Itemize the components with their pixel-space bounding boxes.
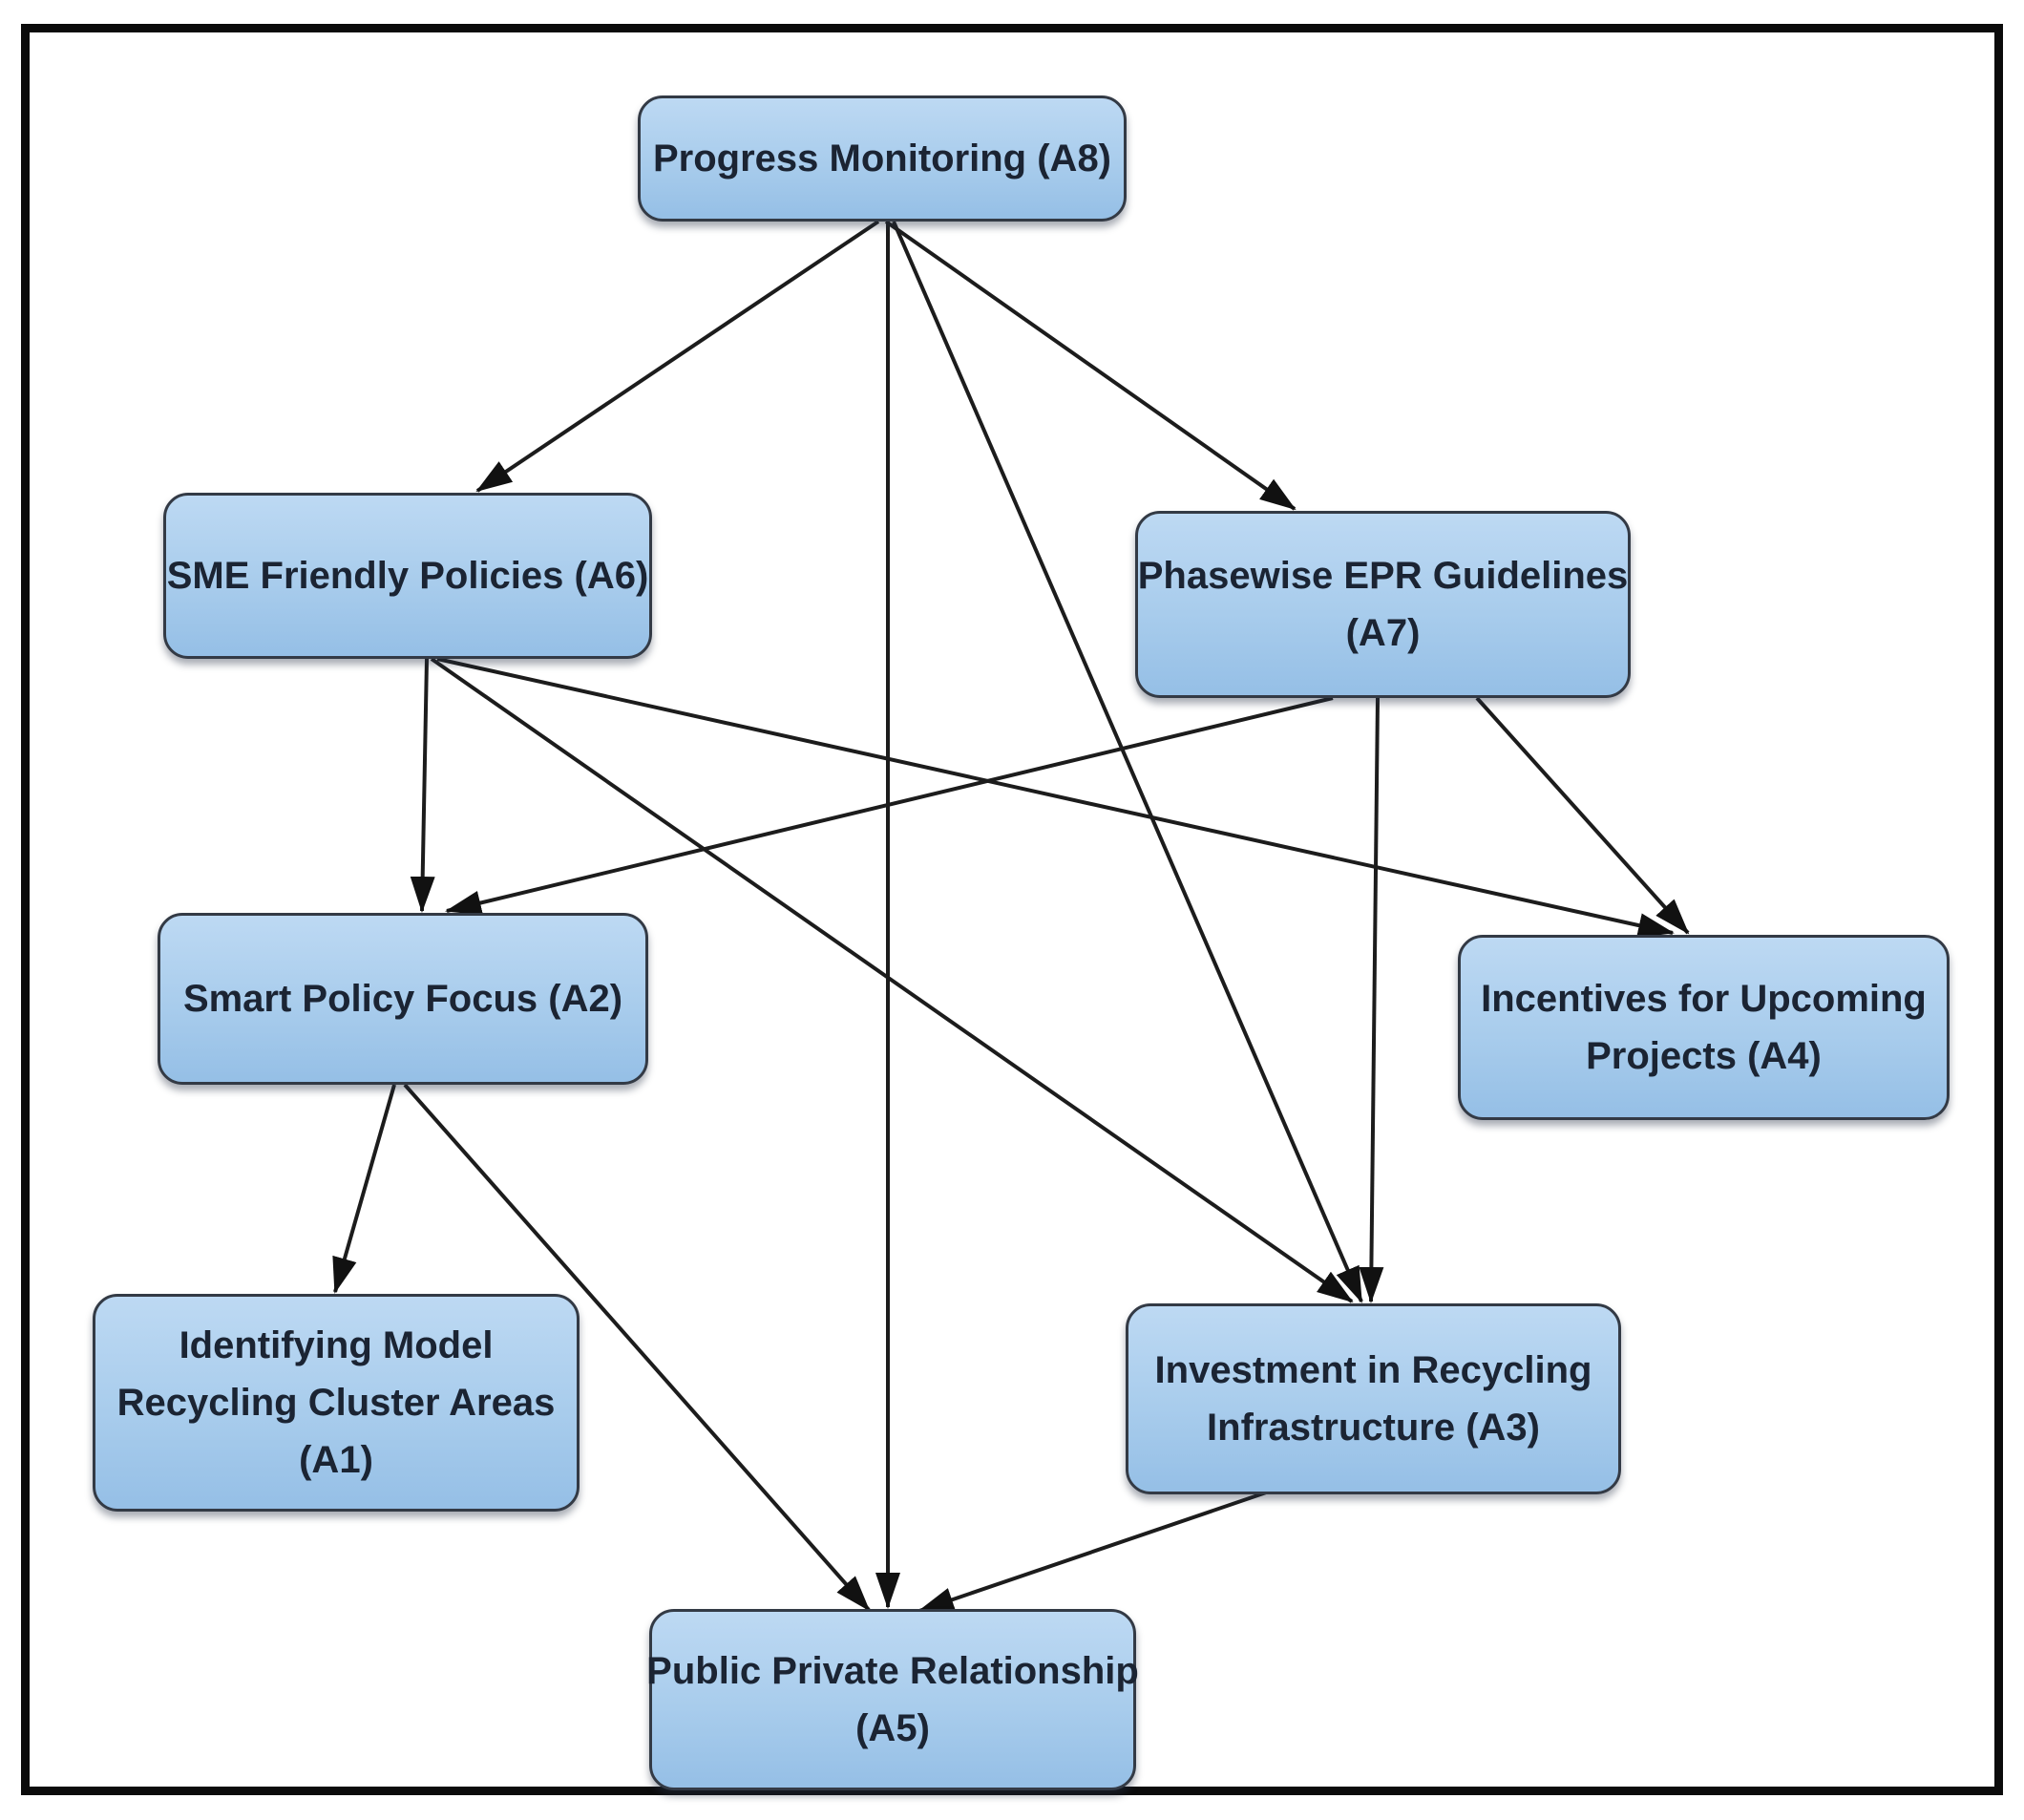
node-label: Infrastructure (A3)	[1207, 1407, 1540, 1449]
edge-a8-a7	[884, 220, 1297, 511]
node-a4-incentives-for-upcoming-projects: Incentives for Upcoming Projects (A4)	[1458, 935, 1950, 1120]
edge-a6-a2	[410, 658, 435, 913]
node-label: Incentives for Upcoming	[1481, 978, 1927, 1020]
node-label: Public Private Relationship	[646, 1650, 1139, 1692]
node-label: Smart Policy Focus (A2)	[182, 978, 623, 1020]
node-a1-identifying-model-recycling-cluster-areas: Identifying Model Recycling Cluster Area…	[93, 1294, 580, 1512]
diagram-frame	[21, 24, 2003, 1795]
node-label: Progress Monitoring (A8)	[652, 138, 1112, 180]
node-a7-phasewise-epr-guidelines: Phasewise EPR Guidelines (A7)	[1135, 511, 1631, 698]
node-label: Identifying Model	[179, 1324, 494, 1366]
node-label: (A1)	[299, 1439, 373, 1481]
node-label: Projects (A4)	[1586, 1035, 1822, 1077]
node-label: Investment in Recycling	[1154, 1349, 1592, 1391]
node-a5-public-private-relationship: Public Private Relationship (A5)	[646, 1609, 1139, 1790]
edge-a2-a5	[403, 1083, 871, 1612]
edge-a3-a5	[917, 1488, 1276, 1613]
node-label: (A7)	[1345, 612, 1421, 654]
edge-a6-a4	[436, 657, 1675, 938]
node-a2-smart-policy-focus: Smart Policy Focus (A2)	[158, 913, 648, 1085]
edge-a7-a4	[1475, 696, 1690, 935]
node-label: SME Friendly Policies (A6)	[166, 555, 649, 597]
node-label: Recycling Cluster Areas	[116, 1382, 556, 1424]
node-a6-sme-friendly-policies: SME Friendly Policies (A6)	[163, 493, 652, 659]
node-label: Phasewise EPR Guidelines	[1137, 555, 1629, 597]
edge-a7-a3	[1359, 697, 1384, 1303]
edge-a6-a3	[430, 657, 1354, 1303]
node-a3-investment-in-recycling-infrastructure: Investment in Recycling Infrastructure (…	[1126, 1303, 1621, 1494]
edge-a2-a1	[332, 1084, 396, 1294]
node-label: (A5)	[855, 1707, 930, 1749]
edge-a8-a6	[475, 220, 880, 493]
node-a8-progress-monitoring: Progress Monitoring (A8)	[638, 95, 1127, 222]
edge-a8-a3	[892, 221, 1363, 1303]
edge-a7-a2	[445, 696, 1334, 916]
